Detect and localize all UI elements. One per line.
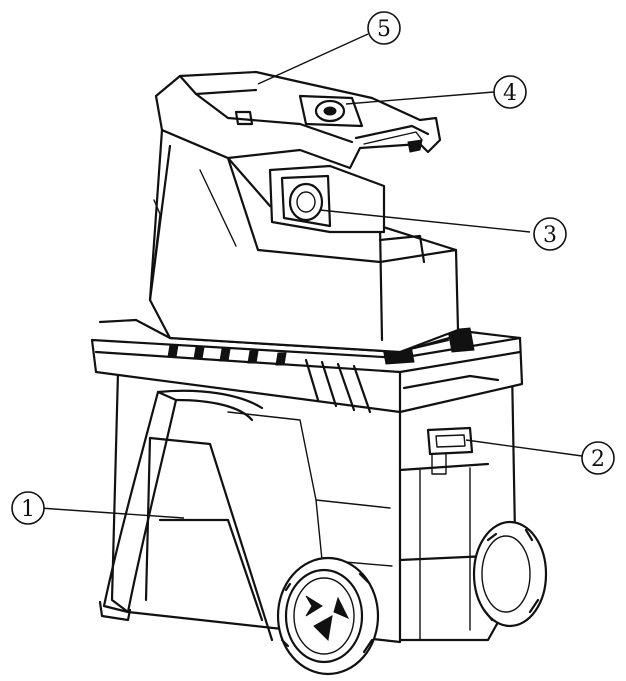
wheel-rear <box>472 520 548 628</box>
mid-housing <box>90 318 524 414</box>
callout-5: 5 <box>257 11 401 85</box>
frame-legs <box>98 389 264 622</box>
vent-slots <box>167 344 372 414</box>
hopper-body <box>148 128 460 354</box>
callout-1-label: 1 <box>21 497 35 522</box>
wheel-front <box>276 556 380 676</box>
callouts: 1 2 3 4 5 <box>11 11 615 525</box>
callout-2-label: 2 <box>591 447 605 472</box>
callout-4: 4 <box>345 75 527 109</box>
callout-4-label: 4 <box>503 81 517 106</box>
callout-1: 1 <box>11 491 185 525</box>
callout-3-label: 3 <box>543 223 557 248</box>
callout-5-label: 5 <box>377 17 391 42</box>
switch-housing <box>268 164 386 234</box>
top-lid <box>154 70 442 170</box>
callout-2: 2 <box>465 439 615 475</box>
top-knob <box>298 94 364 128</box>
callout-3: 3 <box>319 209 567 251</box>
